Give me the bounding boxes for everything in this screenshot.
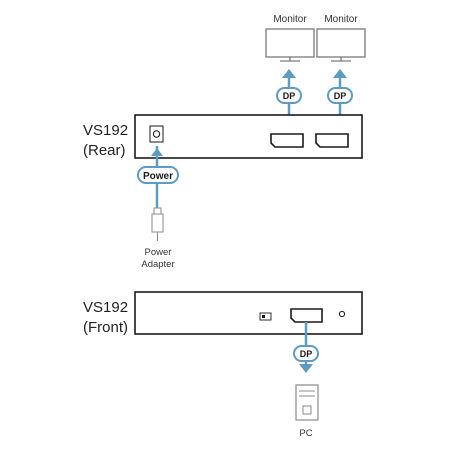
- power-tag-label: Power: [143, 171, 173, 182]
- dp-tag-monitor-2-label: DP: [334, 91, 347, 101]
- dp-tag-monitor-1: DP: [276, 87, 302, 104]
- dp-tag-pc: DP: [293, 345, 319, 362]
- rear-device-model: VS192: [83, 122, 128, 139]
- dp-tag-monitor-2: DP: [327, 87, 353, 104]
- monitor-2-label: Monitor: [324, 14, 358, 25]
- arrow-up-icon: [151, 148, 163, 156]
- front-view-label: (Front): [83, 319, 128, 336]
- reset-button-icon: [338, 310, 346, 318]
- monitor-2: Monitor: [316, 14, 366, 62]
- rear-view-label: (Rear): [83, 142, 126, 159]
- monitor-2-icon: [316, 28, 366, 62]
- dp-tag-monitor-1-label: DP: [283, 91, 296, 101]
- monitor-1-icon: [265, 28, 315, 62]
- arrow-up-icon: [282, 69, 296, 78]
- power-tag: Power: [137, 166, 179, 184]
- displayport-out-2-icon: [315, 133, 349, 148]
- displayport-out-1-icon: [270, 133, 304, 148]
- monitor-1: Monitor: [265, 14, 315, 62]
- front-device-chassis: [134, 291, 363, 335]
- dp-tag-pc-label: DP: [300, 349, 313, 359]
- arrow-up-icon: [333, 69, 347, 78]
- displayport-in-icon: [290, 308, 323, 323]
- power-adapter-label-line1: Power: [145, 247, 172, 258]
- pc-tower-icon: [295, 384, 319, 421]
- power-adapter-plug-icon: [151, 207, 164, 241]
- power-adapter-label-line2: Adapter: [141, 259, 174, 270]
- arrow-down-icon: [299, 364, 313, 373]
- status-led-icon: [259, 312, 272, 321]
- monitor-1-label: Monitor: [273, 14, 307, 25]
- power-jack-icon: [149, 125, 164, 143]
- front-device-model: VS192: [83, 299, 128, 316]
- pc-label: PC: [299, 428, 312, 439]
